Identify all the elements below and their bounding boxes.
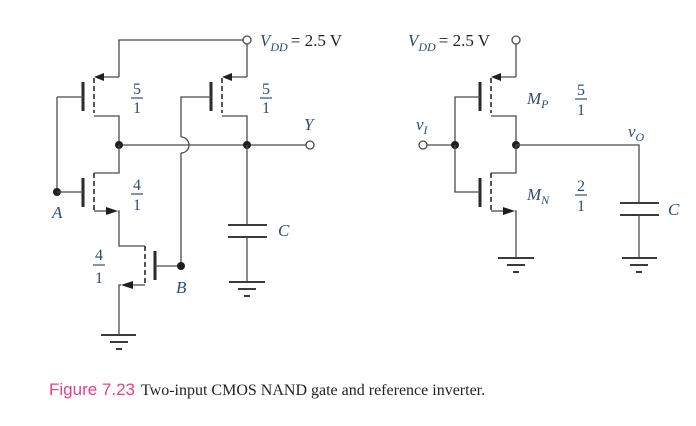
input-vi-terminal — [418, 140, 428, 150]
inverter-vdd-label: VDD= 2.5 V — [408, 31, 491, 54]
pmos-b-transistor — [180, 73, 248, 145]
mn-transistor — [454, 145, 517, 258]
svg-text:1: 1 — [133, 197, 141, 214]
svg-text:1: 1 — [133, 100, 141, 117]
ground-symbol-mn — [498, 257, 534, 273]
mn-ratio: 2 1 — [575, 178, 587, 215]
svg-text:5: 5 — [133, 81, 141, 98]
inverter-vdd-terminal — [511, 35, 521, 45]
nand-load-capacitor — [228, 145, 267, 297]
input-b-label: B — [176, 278, 187, 297]
svg-text:4: 4 — [95, 247, 103, 264]
nmos-b-source-arrow — [121, 281, 133, 289]
ground-symbol-nand-stack — [101, 334, 136, 350]
nand-capacitor-label: C — [278, 221, 290, 240]
nmos-a-ratio: 4 1 — [131, 177, 143, 214]
mn-source-arrow — [503, 207, 515, 215]
input-b-node-dot — [177, 262, 185, 270]
pmos-a-source-arrow — [94, 73, 104, 81]
pmos-b-ratio: 5 1 — [260, 81, 272, 117]
nand-gate-schematic: VDD= 2.5 V Y A B C 5 1 5 1 4 1 4 1 — [51, 31, 343, 350]
nmos-a-transistor — [53, 97, 145, 247]
svg-text:4: 4 — [133, 177, 141, 194]
output-vo-label: vO — [628, 122, 645, 144]
figure-number: Figure 7.23 — [49, 380, 135, 399]
pmos-b-source-arrow — [222, 73, 232, 81]
mp-source-arrow — [491, 73, 501, 81]
svg-text:5: 5 — [577, 82, 585, 99]
input-a-label: A — [51, 203, 63, 222]
inverter-schematic: VDD= 2.5 V — [408, 31, 680, 273]
figure-caption: Figure 7.23 Two-input CMOS NAND gate and … — [49, 380, 485, 400]
svg-text:1: 1 — [577, 198, 585, 215]
inverter-output-wire — [516, 144, 640, 203]
pmos-a-ratio: 5 1 — [131, 81, 143, 117]
nmos-a-source-arrow — [106, 207, 118, 215]
mp-name-label: MP — [526, 89, 549, 111]
svg-text:1: 1 — [577, 102, 585, 119]
pmos-a-transistor — [57, 73, 120, 145]
inverter-load-capacitor — [620, 202, 659, 273]
svg-text:5: 5 — [262, 81, 270, 98]
figure-caption-text: Two-input CMOS NAND gate and reference i… — [141, 382, 486, 399]
vdd-terminal — [242, 35, 252, 45]
mp-transistor — [454, 73, 517, 145]
nmos-b-transistor — [118, 246, 185, 335]
vdd-rail-wire — [118, 39, 243, 77]
nmos-b-ratio: 4 1 — [93, 247, 105, 287]
svg-text:1: 1 — [262, 100, 270, 117]
svg-text:2: 2 — [577, 178, 585, 195]
mn-name-label: MN — [526, 185, 550, 207]
input-vi-label: vI — [416, 115, 429, 137]
output-y-terminal — [305, 140, 315, 150]
output-y-label: Y — [304, 115, 315, 134]
svg-text:1: 1 — [95, 270, 103, 287]
inverter-capacitor-label: C — [668, 200, 680, 219]
nand-vdd-label: VDD= 2.5 V — [260, 31, 343, 54]
mp-ratio: 5 1 — [575, 82, 587, 119]
